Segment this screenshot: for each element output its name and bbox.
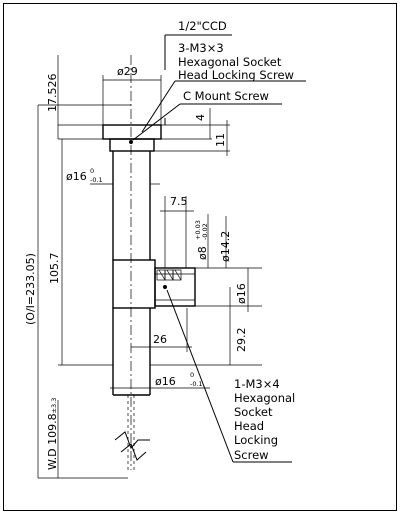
mount-neck [109, 138, 155, 152]
dia16-upper-tol-bot: -0.1 [90, 176, 103, 184]
side-port [154, 267, 196, 307]
bottom-screw-annotation: 1-M3×4 Hexagonal Socket Head Locking Scr… [166, 289, 295, 463]
top-screw-line3: Head Locking Screw [178, 68, 294, 82]
cmount-label: C Mount Screw [183, 89, 269, 103]
dia16-upper-main: ø16 [66, 170, 87, 183]
dim-total-label: (O/I=233.05) [24, 253, 37, 325]
dia8-main: ø8 [196, 246, 209, 260]
lens-body-outline [102, 124, 196, 470]
dim-7-5: 7.5 [160, 195, 194, 268]
dia16-lower-main: ø16 [155, 375, 176, 388]
bottom-screw-line6: Screw [234, 448, 269, 462]
dim-4-label: 4 [194, 114, 207, 121]
dia16-side-label: ø16 [235, 283, 248, 304]
top-annotations: 1/2"CCD 3-M3×3 Hexagonal Socket Head Loc… [132, 19, 306, 141]
dia16-lower-tol-top: 0 [190, 371, 194, 379]
dim-dia8: ø8 +0.03 -0.02 [194, 214, 209, 268]
top-screw-line2: Hexagonal Socket [178, 55, 282, 69]
dim-7-5-label: 7.5 [170, 195, 188, 208]
dim-body-length: 105.7 [48, 253, 61, 285]
ccd-label: 1/2"CCD [178, 19, 227, 33]
bottom-screw-line1: 1-M3×4 [234, 377, 280, 391]
dia8-tol-top: +0.03 [194, 220, 202, 240]
dim-dia29: ø29 [102, 65, 162, 125]
top-screw-line1: 3-M3×3 [178, 41, 224, 55]
dim-26: 26 [131, 308, 192, 352]
bottom-screw-line5: Locking [234, 433, 278, 447]
dim-top-height: 17.526 [46, 74, 59, 113]
dim-dia16-upper: ø16 0 -0.1 [66, 167, 160, 185]
dim-dia16-lower: ø16 0 -0.1 [110, 371, 210, 389]
splitter-block [112, 259, 156, 309]
locking-screw-mark [163, 285, 167, 289]
dia8-tol-bot: -0.02 [201, 223, 209, 240]
drawing-border [3, 3, 397, 511]
camera-flange [102, 124, 162, 140]
left-dimensions: 17.526 (O/I=233.05) 105.7 W.D 109.8±3.3 [24, 55, 131, 479]
dim-dia16-side: ø16 [195, 268, 262, 312]
dim-11-label: 11 [214, 133, 227, 147]
cmount-screw-mark [129, 140, 133, 144]
dim-4-11: 4 11 [154, 108, 230, 156]
bottom-screw-line3: Socket [234, 405, 273, 419]
dia16-lower-tol-bot: -0.1 [190, 380, 203, 388]
dim-29-2: 29.2 [150, 287, 262, 366]
dim-29-2-label: 29.2 [235, 328, 248, 353]
dim-wd-label: W.D 109.8±3.3 [46, 398, 59, 470]
bottom-screw-line4: Head [234, 419, 264, 433]
dia16-upper-tol-top: 0 [90, 167, 94, 175]
dim-26-label: 26 [153, 333, 167, 346]
dia14-2-label: ø14.2 [219, 231, 232, 262]
bottom-screw-line2: Hexagonal [234, 391, 295, 405]
dim-dia14-2: ø14.2 [195, 216, 262, 269]
dim-dia29-label: ø29 [117, 65, 138, 78]
